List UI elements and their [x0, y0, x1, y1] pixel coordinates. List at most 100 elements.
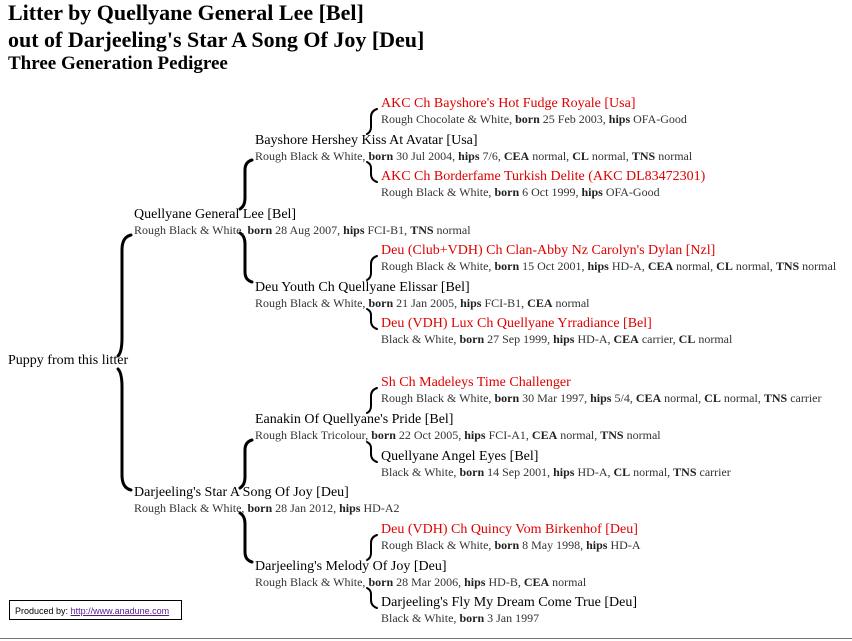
detail-key: TNS: [631, 149, 656, 163]
bracket-gen3-4: [366, 308, 378, 330]
dog-name: Darjeeling's Star A Song Of Joy [Deu]: [134, 485, 349, 500]
detail-key: CEA: [503, 149, 530, 163]
bracket-gen3-2: [366, 161, 378, 183]
detail-key: TNS: [775, 259, 800, 273]
detail-key: hips: [458, 149, 480, 163]
detail-key: hips: [553, 465, 575, 479]
detail-key: CEA: [613, 332, 639, 346]
detail-key: born: [494, 259, 520, 273]
dog-name: Deu (Club+VDH) Ch Clan-Abby Nz Carolyn's…: [381, 243, 716, 258]
dog-entry: Bayshore Hershey Kiss At Avatar [Usa]Rou…: [255, 133, 692, 164]
dog-name: AKC Ch Bayshore's Hot Fudge Royale [Usa]: [381, 96, 636, 111]
puppy-label: Puppy from this litter: [8, 353, 129, 368]
dog-entry: Deu (VDH) Ch Quincy Vom Birkenhof [Deu]R…: [381, 522, 640, 553]
page-title-dam: out of Darjeeling's Star A Song Of Joy […: [8, 27, 425, 52]
page-subtitle: Three Generation Pedigree: [8, 53, 228, 74]
detail-key: CL: [678, 332, 696, 346]
dog-details: Black & White, born 14 Sep 2001, hips HD…: [381, 465, 731, 479]
detail-key: CEA: [647, 259, 674, 273]
detail-key: hips: [586, 538, 608, 552]
bottom-divider: [0, 638, 852, 639]
dog-name: Bayshore Hershey Kiss At Avatar [Usa]: [255, 133, 478, 148]
dog-entry: Quellyane General Lee [Bel]Rough Black &…: [134, 207, 471, 238]
dog-details: Rough Black & White, born 28 Aug 2007, h…: [134, 223, 471, 237]
bracket-gen2-lower-b: [238, 511, 254, 564]
bracket-gen1-lower: [116, 367, 133, 492]
detail-key: born: [247, 223, 273, 237]
detail-key: hips: [553, 332, 575, 346]
dog-entry: Darjeeling's Fly My Dream Come True [Deu…: [381, 595, 637, 626]
dog-details: Black & White, born 27 Sep 1999, hips HD…: [381, 332, 733, 346]
detail-key: CEA: [523, 575, 550, 589]
detail-key: hips: [343, 223, 365, 237]
dog-entry: Deu Youth Ch Quellyane Elissar [Bel]Roug…: [255, 280, 590, 311]
detail-key: CEA: [531, 428, 558, 442]
dog-name: Darjeeling's Fly My Dream Come True [Deu…: [381, 595, 638, 610]
bracket-gen3-6: [366, 441, 378, 463]
dog-details: Rough Black & White, born 30 Mar 1997, h…: [381, 391, 822, 405]
dog-details: Rough Black & White, born 15 Oct 2001, h…: [381, 259, 837, 273]
detail-key: CL: [716, 259, 733, 273]
dog-details: Rough Black & White, born 28 Mar 2006, h…: [255, 575, 587, 589]
detail-key: born: [371, 428, 396, 442]
dog-details: Rough Black & White, born 8 May 1998, hi…: [381, 538, 641, 552]
dog-name: Deu Youth Ch Quellyane Elissar [Bel]: [255, 280, 470, 295]
detail-key: born: [247, 501, 273, 515]
dog-entry: AKC Ch Bayshore's Hot Fudge Royale [Usa]…: [381, 96, 687, 127]
dog-entry: AKC Ch Borderfame Turkish Delite (AKC DL…: [381, 169, 705, 200]
detail-key: born: [515, 112, 540, 126]
detail-key: born: [459, 611, 485, 625]
detail-key: hips: [464, 575, 486, 589]
detail-key: born: [494, 185, 520, 199]
detail-key: TNS: [410, 223, 434, 237]
detail-key: hips: [590, 391, 612, 405]
dog-name: AKC Ch Borderfame Turkish Delite (AKC DL…: [381, 169, 706, 184]
dog-entry: Deu (Club+VDH) Ch Clan-Abby Nz Carolyn's…: [381, 243, 836, 274]
dog-details: Rough Black & White, born 21 Jan 2005, h…: [255, 296, 590, 310]
produced-by-label: Produced by:: [15, 606, 69, 616]
dog-entry: Eanakin Of Quellyane's Pride [Bel]Rough …: [255, 412, 661, 443]
detail-key: hips: [464, 428, 486, 442]
detail-key: CEA: [635, 391, 662, 405]
detail-key: TNS: [600, 428, 624, 442]
dog-details: Rough Black & White, born 28 Jan 2012, h…: [134, 501, 400, 515]
detail-key: CL: [704, 391, 721, 405]
detail-key: CL: [613, 465, 631, 479]
detail-key: hips: [608, 112, 631, 126]
detail-key: hips: [581, 185, 603, 199]
detail-key: hips: [587, 259, 609, 273]
dog-name: Quellyane General Lee [Bel]: [134, 207, 297, 222]
dog-name: Deu (VDH) Lux Ch Quellyane Yrradiance [B…: [381, 316, 652, 331]
anadune-link[interactable]: http://www.anadune.com: [70, 606, 170, 616]
detail-key: TNS: [673, 465, 697, 479]
detail-key: born: [368, 575, 394, 589]
detail-key: born: [459, 332, 485, 346]
dog-entry: Quellyane Angel Eyes [Bel]Black & White,…: [381, 449, 731, 480]
detail-key: born: [494, 391, 520, 405]
bracket-gen2-upper-a: [238, 158, 254, 211]
bracket-gen1: [116, 233, 133, 358]
bracket-gen3-5: [366, 387, 378, 414]
bracket-gen3-1: [366, 108, 378, 135]
dog-name: Sh Ch Madeleys Time Challenger: [381, 375, 571, 390]
detail-key: born: [459, 465, 485, 479]
dog-name: Quellyane Angel Eyes [Bel]: [381, 449, 539, 464]
detail-key: CEA: [527, 296, 553, 310]
produced-by-box: Produced by: http://www.anadune.com: [9, 600, 182, 620]
bracket-gen3-3: [366, 255, 378, 281]
dog-name: Eanakin Of Quellyane's Pride [Bel]: [255, 412, 454, 427]
dog-name: Darjeeling's Melody Of Joy [Deu]: [255, 559, 447, 574]
detail-key: hips: [460, 296, 482, 310]
dog-details: Rough Black Tricolour, born 22 Oct 2005,…: [255, 428, 661, 442]
bracket-gen3-8: [366, 587, 378, 609]
dog-details: Rough Chocolate & White, born 25 Feb 200…: [381, 112, 687, 126]
dog-details: Rough Black & White, born 6 Oct 1999, hi…: [381, 185, 660, 199]
detail-key: born: [494, 538, 520, 552]
detail-key: born: [368, 149, 394, 163]
detail-key: hips: [339, 501, 361, 515]
dog-entry: Darjeeling's Star A Song Of Joy [Deu]Rou…: [134, 485, 399, 516]
bracket-gen2-upper-b: [238, 231, 254, 284]
dog-details: Black & White, born 3 Jan 1997: [381, 611, 540, 625]
